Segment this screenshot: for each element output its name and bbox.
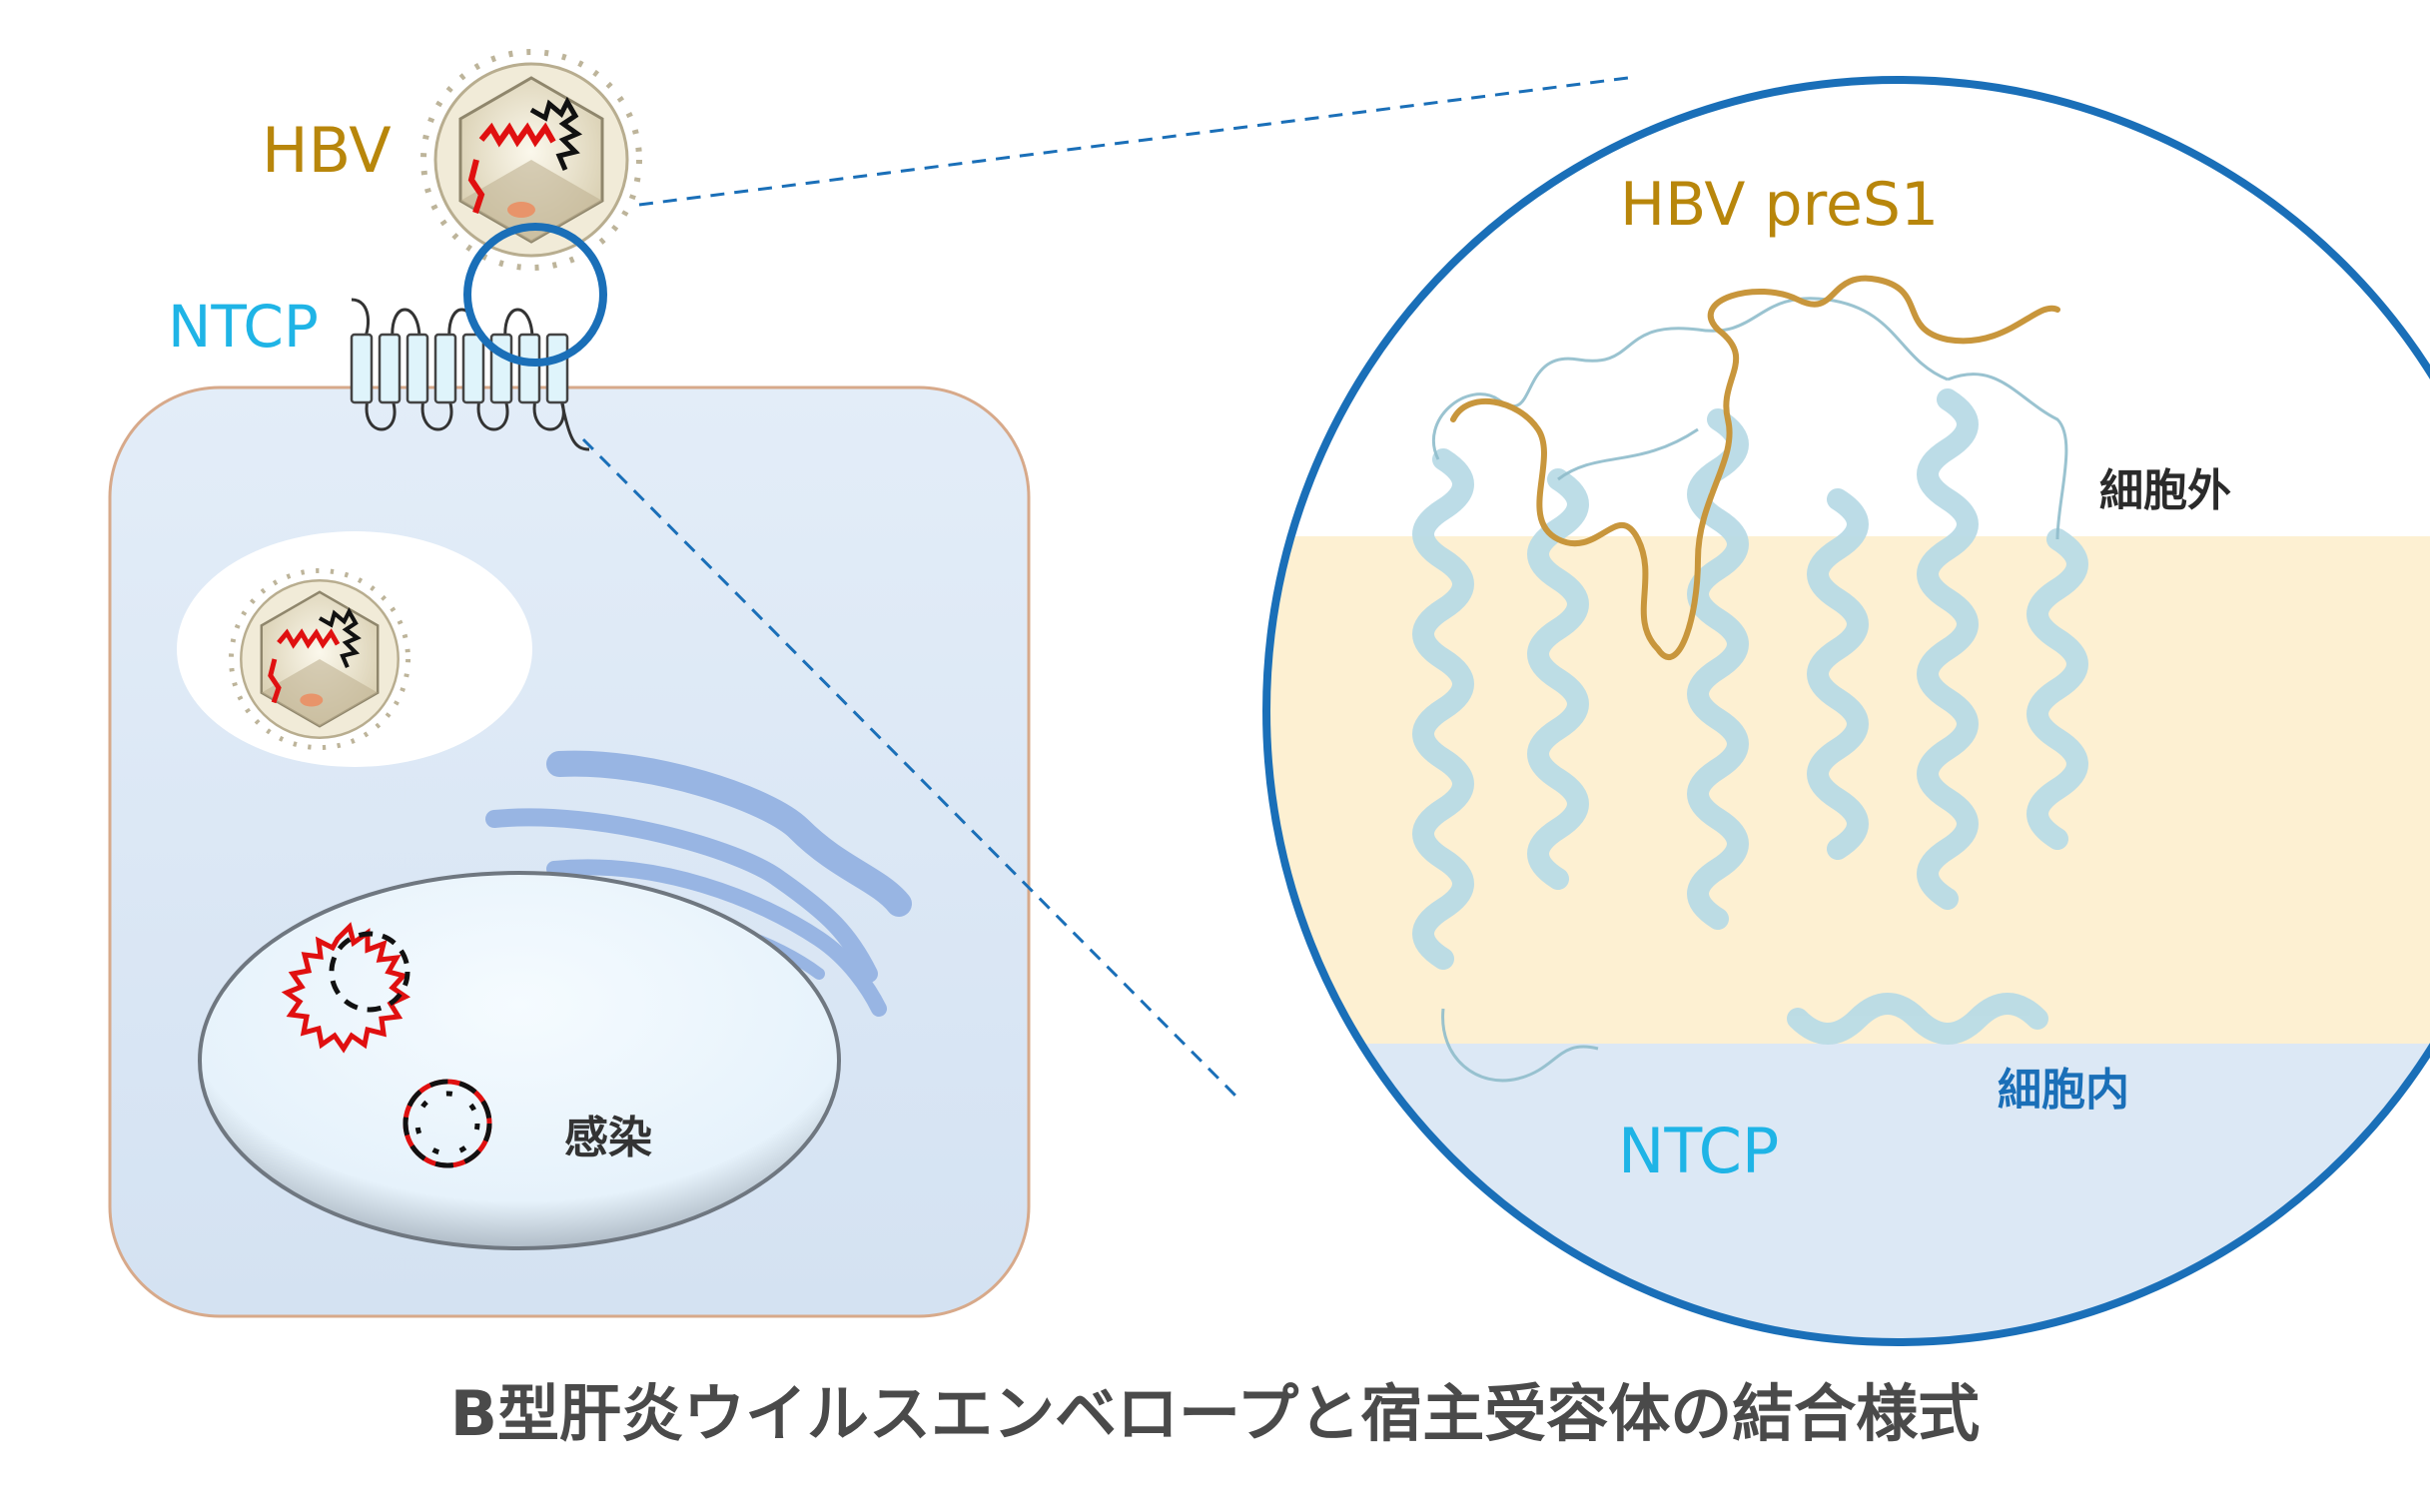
er-stacks xyxy=(485,750,912,1017)
nucleus xyxy=(198,871,841,1250)
hbv-pres1-label: HBV preS1 xyxy=(1620,170,1940,240)
pres1-peptide xyxy=(1450,275,2060,660)
cytoplasm-band xyxy=(1266,1044,2430,1342)
ntcp-label-left: NTCP xyxy=(168,293,319,361)
hbv-label: HBV xyxy=(262,114,392,187)
ntcp-label-right: NTCP xyxy=(1618,1115,1780,1187)
dna-ring-2 xyxy=(403,1079,492,1168)
ntcp-helix-bundle xyxy=(1412,388,2088,1045)
zoom-circle xyxy=(1262,76,2430,1346)
hbv-virion-endosome xyxy=(228,567,411,751)
figure-caption: B型肝炎ウイルスエンベロープと宿主受容体の結合様式 xyxy=(449,1377,1981,1450)
zoom-content xyxy=(1266,80,2430,1342)
extracellular-label: 細胞外 xyxy=(2099,465,2231,516)
zoom-line-bottom xyxy=(581,437,1238,1099)
ntcp-membrane-left xyxy=(350,298,590,451)
zoom-source-circle xyxy=(463,223,607,367)
dna-ring-1 xyxy=(281,922,411,1054)
zoom-line-top xyxy=(638,76,1629,207)
infection-label: 感染 xyxy=(564,1113,652,1163)
hbv-virion-top xyxy=(420,49,642,271)
intracellular-label: 細胞内 xyxy=(1998,1065,2129,1116)
